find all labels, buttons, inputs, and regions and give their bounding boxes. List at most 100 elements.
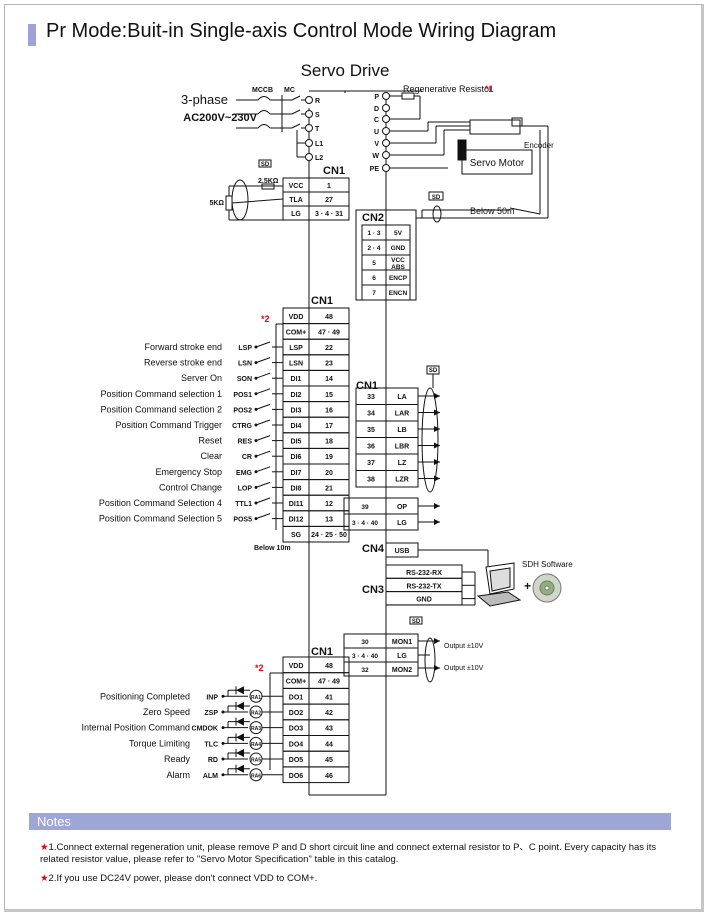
cn1-in-pin: 18 — [325, 439, 333, 446]
input-code: POS2 — [233, 407, 252, 414]
power-phase-label: 3-phase — [181, 92, 228, 107]
output-code: ALM — [203, 773, 218, 780]
cn1-in-pin: 16 — [325, 407, 333, 414]
drive-terminal-label: D — [374, 106, 379, 113]
drive-terminal — [382, 127, 390, 135]
shield-tag — [428, 191, 444, 201]
monitor-output-label: Output ±10V — [444, 643, 484, 650]
relay-label: RA2 — [251, 710, 261, 716]
servo-motor-label: Servo Motor — [470, 158, 525, 169]
shield-tag — [258, 159, 272, 168]
power-terminal-label: T — [315, 126, 320, 133]
mccb-label: MCCB — [252, 87, 273, 94]
power-voltage-label: AC200V~230V — [183, 112, 257, 124]
cn1-out-pin: 41 — [325, 694, 333, 701]
diode-icon — [236, 733, 244, 742]
cn2-pin: 2 · 4 — [367, 245, 380, 252]
cn1-pulse-pin: 35 — [367, 427, 375, 434]
drive-terminal — [382, 151, 390, 159]
input-code: CTRG — [232, 423, 252, 430]
cn4-title: CN4 — [362, 543, 385, 555]
cn1-out-pin: 42 — [325, 710, 333, 717]
cn1-in-pin: 19 — [325, 454, 333, 461]
output-code: CMDOK — [192, 726, 218, 733]
note-star-icon: ★ — [40, 842, 49, 853]
cn1-in-pin: 23 — [325, 361, 333, 368]
cn2-signal: GND — [391, 245, 406, 252]
cn1-in-signal: DI8 — [291, 485, 302, 492]
shield-label: SD — [432, 195, 441, 201]
cn1-in-signal: DI1 — [291, 376, 302, 383]
monitor-pin: 30 — [361, 639, 369, 646]
shield-icon — [432, 205, 442, 223]
drive-terminal-label: C — [374, 117, 379, 124]
cn1-out-signal: DO3 — [289, 726, 304, 733]
cn1-in-pin: 20 — [325, 470, 333, 477]
cn4-signal: USB — [395, 548, 410, 555]
note-number: 1. — [48, 842, 57, 853]
cn1-out-signal: DO6 — [289, 773, 304, 780]
cn3-title: CN3 — [362, 584, 384, 596]
power-terminal-label: L2 — [315, 155, 323, 162]
drive-terminal — [382, 104, 390, 112]
diode-icon — [236, 717, 244, 726]
cn1-in-pin: 17 — [325, 423, 333, 430]
output-code: ZSP — [204, 710, 218, 717]
input-label: Control Change — [159, 482, 222, 492]
arrow-icon — [434, 638, 440, 644]
breaker-icon — [257, 124, 271, 129]
cn1-sg-cell — [308, 525, 350, 543]
power-terminal-label: R — [315, 98, 320, 105]
cn1-out-signal: DO2 — [289, 710, 304, 717]
arrow-icon — [434, 426, 440, 432]
cn2-cell — [385, 284, 411, 301]
diode-icon — [236, 749, 244, 758]
cn1-in-signal: LSP — [289, 345, 303, 352]
cn1-out-signal: DO1 — [289, 694, 304, 701]
cn1-top-cell — [308, 205, 350, 221]
cn1-in-signal: DI12 — [289, 517, 304, 524]
cn1-op-signal: LG — [397, 520, 407, 527]
shield-label: SD — [429, 368, 438, 374]
output-label: Zero Speed — [143, 707, 190, 717]
cn2-signal: ABS — [391, 264, 405, 271]
cn2-signal: 5V — [394, 230, 403, 237]
contactor-icon — [291, 109, 301, 115]
motor-connector-box — [469, 119, 521, 135]
switch-icon — [255, 450, 271, 457]
monitor-output-label: Output ±10V — [444, 665, 484, 672]
input-code: POS1 — [233, 392, 252, 399]
output-label: Ready — [164, 754, 191, 764]
cn1-out-pin: 46 — [325, 773, 333, 780]
cn1-inputs-title: CN1 — [311, 295, 333, 307]
switch-icon — [255, 513, 271, 520]
cn1-in-signal: DI4 — [291, 423, 302, 430]
power-terminal-label: L1 — [315, 141, 323, 148]
cn1-in-signal: DI3 — [291, 407, 302, 414]
software-label: SDH Software — [522, 560, 573, 569]
arrow-icon — [434, 393, 440, 399]
cn1-in-pin: 12 — [325, 501, 333, 508]
cn1-pulse-pin: 34 — [367, 411, 375, 418]
cn2-pin: 6 — [372, 275, 376, 282]
cn1-out-pin: 48 — [325, 663, 333, 670]
note-star-icon: ★ — [40, 873, 49, 884]
input-label: Clear — [200, 451, 222, 461]
input-label: Forward stroke end — [144, 342, 222, 352]
note-text: If you use DC24V power, please don't con… — [56, 873, 318, 884]
mc-label: MC — [284, 87, 295, 94]
power-terminal — [305, 139, 313, 147]
breaker-icon — [257, 96, 271, 101]
encoder-cable-length: Below 50m — [470, 206, 515, 216]
drive-terminal-label: PE — [370, 166, 380, 173]
cn1-out-signal: DO4 — [289, 741, 304, 748]
tla-wire — [231, 198, 284, 204]
input-label: Position Command selection 1 — [100, 389, 222, 399]
cn1-in-pin: 22 — [325, 345, 333, 352]
cn1-inputs-note-mark: *2 — [261, 314, 270, 324]
cn2-signal: ENCP — [389, 275, 408, 282]
output-code: INP — [206, 694, 218, 701]
shield-label: SD — [261, 162, 270, 168]
servo-motor-box — [461, 149, 533, 175]
